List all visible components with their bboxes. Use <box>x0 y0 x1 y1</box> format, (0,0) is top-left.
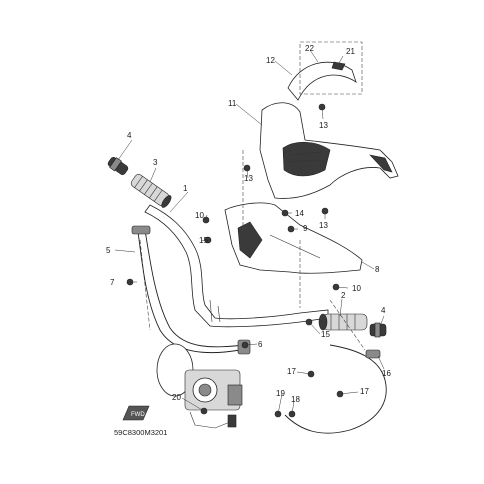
label-17b: 17 <box>360 387 369 396</box>
label-13b: 13 <box>319 121 328 130</box>
right-grip <box>318 313 387 338</box>
label-4a: 4 <box>127 131 132 140</box>
label-18: 18 <box>291 395 300 404</box>
label-1: 1 <box>183 184 188 193</box>
label-7: 7 <box>110 278 115 287</box>
throttle-body <box>156 343 243 429</box>
label-12: 12 <box>266 56 275 65</box>
label-17a: 17 <box>287 367 296 376</box>
label-13a: 13 <box>244 174 253 183</box>
brake-cable <box>284 344 387 434</box>
label-22: 22 <box>305 44 314 53</box>
label-19: 19 <box>276 389 285 398</box>
fwd-text: FWD <box>131 412 145 418</box>
label-16: 16 <box>382 369 391 378</box>
front-visor <box>287 61 357 101</box>
label-9: 9 <box>303 224 308 233</box>
label-8: 8 <box>375 265 380 274</box>
upper-handle-cover <box>259 102 399 199</box>
label-10a: 10 <box>195 211 204 220</box>
label-2: 2 <box>341 291 346 300</box>
label-15b: 15 <box>321 330 330 339</box>
callout-box-21-22 <box>299 41 363 95</box>
diagram-code: 59C8300M3201 <box>114 428 167 437</box>
label-10b: 10 <box>352 284 361 293</box>
label-5: 5 <box>106 246 111 255</box>
part-labels: 1 2 3 4 4 5 6 7 8 9 10 10 11 12 13 13 13… <box>106 44 391 404</box>
label-13c: 13 <box>319 221 328 230</box>
lower-handle-cover <box>224 202 363 274</box>
label-3: 3 <box>153 158 158 167</box>
label-20: 20 <box>172 393 181 402</box>
label-21: 21 <box>346 47 355 56</box>
fwd-badge: FWD <box>122 405 150 421</box>
label-11: 11 <box>228 99 237 108</box>
label-15a: 15 <box>199 236 208 245</box>
label-14: 14 <box>295 209 304 218</box>
leader-lines <box>114 49 385 415</box>
throttle-grip-left <box>107 157 172 208</box>
label-4b: 4 <box>381 306 386 315</box>
label-6: 6 <box>258 340 263 349</box>
cable-guides <box>139 150 366 351</box>
